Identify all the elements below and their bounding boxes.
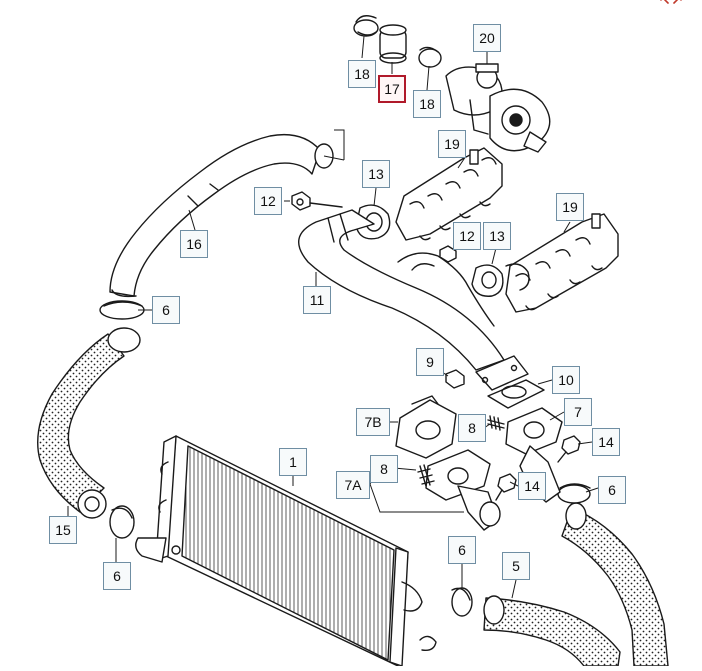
callout-6-right[interactable]: 6 [598,476,626,504]
callout-11[interactable]: 11 [303,286,331,314]
leader-lines [67,35,599,599]
part-7A-flange [425,449,501,531]
part-12-nut-upper [291,191,343,211]
callout-13-lower[interactable]: 13 [483,222,511,250]
callout-7A[interactable]: 7A [336,471,370,499]
part-19-manifold-lower [505,213,619,313]
callout-20[interactable]: 20 [473,24,501,52]
callout-14-lower[interactable]: 14 [518,472,546,500]
callout-16[interactable]: 16 [180,230,208,258]
part-8-stud-b [417,464,435,487]
part-20-turbocharger [445,63,551,153]
callout-7[interactable]: 7 [564,398,592,426]
part-6-clamp-right [557,483,591,504]
callout-8-upper[interactable]: 8 [458,414,486,442]
part-1-intercooler [135,435,437,667]
callout-5[interactable]: 5 [502,552,530,580]
part-6-clamp-bottom [451,587,473,617]
callout-18-right[interactable]: 18 [413,90,441,118]
callout-6-upper[interactable]: 6 [152,296,180,324]
callout-6-left[interactable]: 6 [103,562,131,590]
callout-9[interactable]: 9 [416,348,444,376]
part-19-manifold-upper [395,147,503,241]
part-10-gasket [487,379,545,409]
callout-1[interactable]: 1 [279,448,307,476]
part-18-clamp-right [418,46,442,68]
part-13-gasket-lower [471,263,530,297]
part-8-stud-a [487,415,505,431]
part-11-pipe [298,209,529,391]
part-7B-flange [395,395,457,459]
part-6-clamp-left [109,505,135,539]
callout-18-left[interactable]: 18 [348,60,376,88]
callout-10[interactable]: 10 [552,366,580,394]
callout-6-bottom[interactable]: 6 [448,536,476,564]
callout-14-upper[interactable]: 14 [592,428,620,456]
callout-19-upper[interactable]: 19 [438,130,466,158]
part-14-screw-upper [557,435,581,463]
part-16-pipe [109,133,334,298]
callout-13-upper[interactable]: 13 [362,160,390,188]
part-9-nut [445,369,465,389]
callout-8-lower[interactable]: 8 [370,455,398,483]
part-14-screw-lower [495,473,517,501]
part-15-hose [37,327,141,519]
part-18-clamp-left [353,15,379,37]
part-6-clamp-upper [99,300,145,320]
callout-19-lower[interactable]: 19 [556,193,584,221]
callout-7B[interactable]: 7B [356,408,390,436]
callout-17[interactable]: 17 [378,75,406,103]
expand-arrows-icon[interactable] [656,0,686,14]
part-5-hose [483,595,621,667]
callout-12-upper[interactable]: 12 [254,187,282,215]
callout-12-lower[interactable]: 12 [453,222,481,250]
part-17-sleeve [379,24,407,64]
callout-15[interactable]: 15 [49,516,77,544]
